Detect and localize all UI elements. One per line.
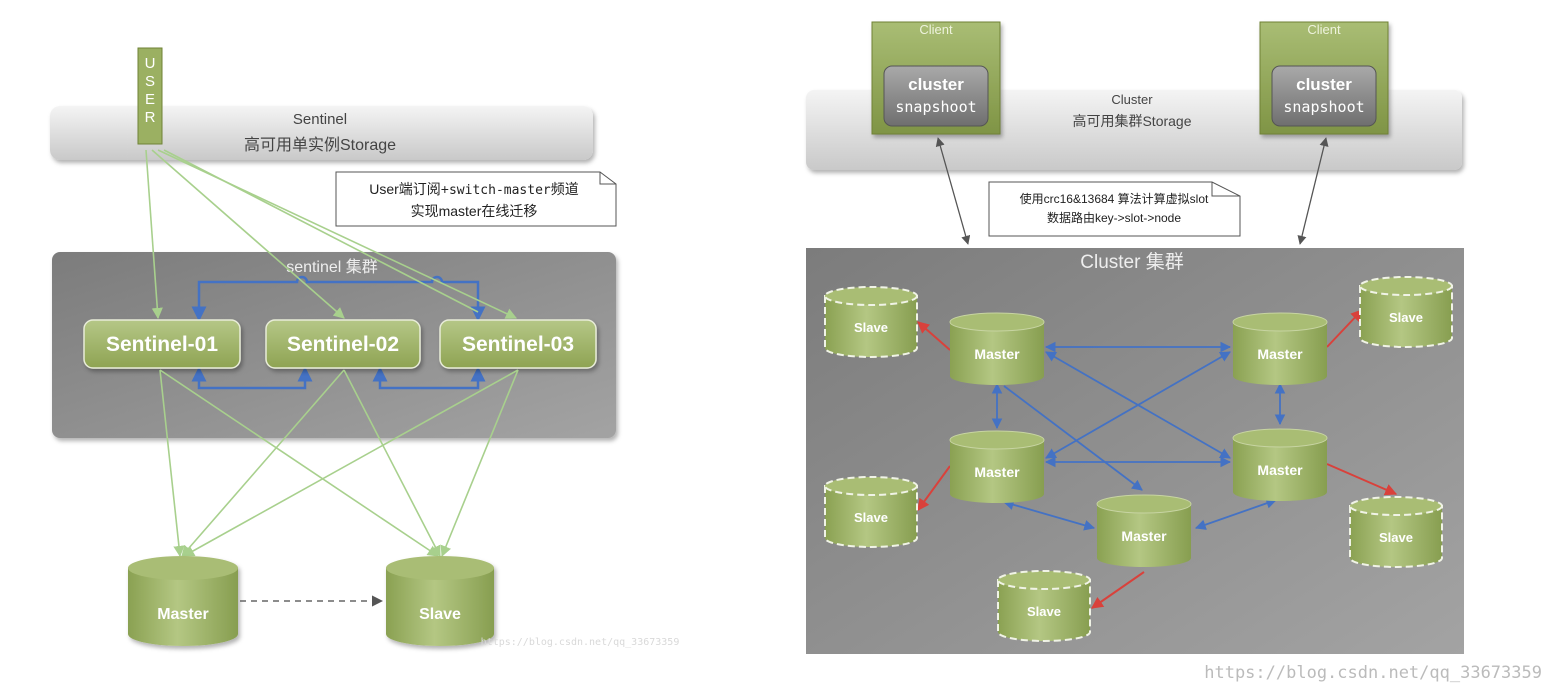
master-node-5: Master xyxy=(1096,494,1192,567)
storage-title: Sentinel xyxy=(293,111,347,128)
master-node-3: Master xyxy=(949,430,1045,503)
client-cluster-arrows xyxy=(935,137,1329,245)
master-node-5-label: Master xyxy=(1121,528,1167,544)
sentinel-03-node xyxy=(439,319,597,369)
master-node-3-label: Master xyxy=(974,464,1020,480)
slave-node-1: Slave xyxy=(824,286,918,358)
sentinel-02-node xyxy=(265,319,421,369)
note-line-1: User端订阅+switch-master频道 xyxy=(369,181,578,198)
master-links xyxy=(991,341,1286,531)
user-letter: U xyxy=(145,55,156,72)
slave-node-3: Slave xyxy=(824,476,918,548)
master-node-4: Master xyxy=(1232,428,1328,501)
right-diagram: Cluster 高可用集群Storage Client cluster snap… xyxy=(806,21,1464,654)
sentinel-02-label: Sentinel-02 xyxy=(287,333,399,356)
left-master-label: Master xyxy=(157,606,209,623)
user-label: U S E R xyxy=(145,55,156,126)
note-line-2: 实现master在线迁移 xyxy=(411,203,538,219)
master-node-1: Master xyxy=(949,312,1045,385)
master-node-2-label: Master xyxy=(1257,346,1303,362)
left-slave-cylinder xyxy=(386,556,494,646)
slave-node-4-label: Slave xyxy=(1379,530,1413,545)
cluster-storage-title: Cluster xyxy=(1111,92,1153,107)
client-1-snapshot xyxy=(883,65,989,127)
master-node-4-label: Master xyxy=(1257,462,1303,478)
sentinel-cluster-title: sentinel 集群 xyxy=(286,258,378,276)
sentinel-links xyxy=(191,275,486,390)
sentinel-03-label: Sentinel-03 xyxy=(462,333,574,356)
user-subscribe-arrows xyxy=(145,149,518,320)
slave-links xyxy=(917,309,1398,609)
routing-note-box xyxy=(988,181,1241,237)
user-letter: R xyxy=(145,109,156,126)
cluster-title: Cluster 集群 xyxy=(1080,251,1183,273)
routing-note-line-2: 数据路由key->slot->node xyxy=(1047,210,1181,225)
slave-node-5-label: Slave xyxy=(1027,604,1061,619)
cluster-storage-subtitle: 高可用集群Storage xyxy=(1072,113,1191,129)
user-letter: E xyxy=(145,91,155,108)
slave-node-5: Slave xyxy=(997,570,1091,642)
sentinel-storage-bar xyxy=(50,106,593,160)
left-master-cylinder xyxy=(128,556,238,646)
note-box xyxy=(335,171,617,227)
slave-node-2: Slave xyxy=(1359,276,1453,348)
client-2-snapshot-line2: snapshoot xyxy=(1283,98,1364,116)
slave-node-1-label: Slave xyxy=(854,320,888,335)
sentinel-nodes: Sentinel-01 Sentinel-02 Sentinel-03 xyxy=(83,319,597,369)
left-slave-label: Slave xyxy=(419,606,461,623)
sentinel-01-label: Sentinel-01 xyxy=(106,333,218,356)
user-letter: S xyxy=(145,73,155,90)
slave-node-2-label: Slave xyxy=(1389,310,1423,325)
client-2-title: Client xyxy=(1307,22,1341,37)
slave-node-3-label: Slave xyxy=(854,510,888,525)
user-box xyxy=(137,47,163,145)
sentinel-monitor-arrows xyxy=(159,369,519,558)
client-1-snapshot-line1: cluster xyxy=(908,75,964,94)
master-node-2: Master xyxy=(1232,312,1328,385)
client-1-snapshot-line2: snapshoot xyxy=(895,98,976,116)
client-1-title: Client xyxy=(919,22,953,37)
client-2-snapshot-line1: cluster xyxy=(1296,75,1352,94)
client-2-snapshot xyxy=(1271,65,1377,127)
sentinel-01-node xyxy=(83,319,241,369)
slave-node-4: Slave xyxy=(1349,496,1443,568)
left-watermark: https://blog.csdn.net/qq_33673359 xyxy=(481,637,680,648)
storage-subtitle: 高可用单实例Storage xyxy=(244,136,396,154)
page-watermark: https://blog.csdn.net/qq_33673359 xyxy=(1204,663,1542,683)
left-diagram: Sentinel 高可用单实例Storage U S E R User端订阅+s… xyxy=(50,47,680,648)
routing-note-line-1: 使用crc16&13684 算法计算虚拟slot xyxy=(1020,191,1209,206)
master-node-1-label: Master xyxy=(974,346,1020,362)
